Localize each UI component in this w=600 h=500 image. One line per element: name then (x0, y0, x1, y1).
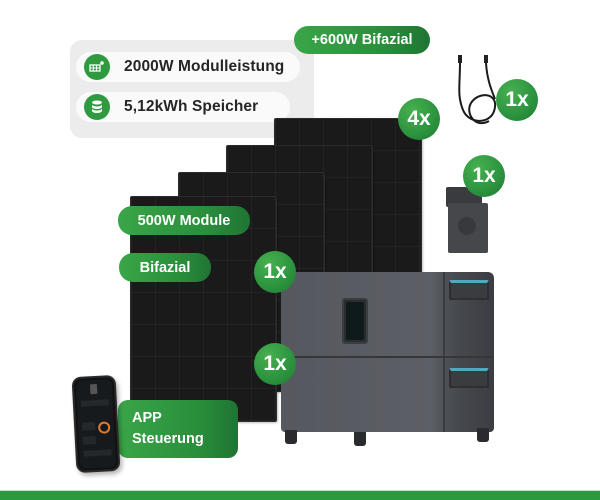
cable-image (455, 55, 505, 135)
feature-card: 2000W Modulleistung 5,12kWh Speicher (70, 40, 314, 138)
module-type-pill: 500W Module (118, 206, 250, 235)
bottom-brand-bar (0, 490, 600, 500)
battery-module-quantity-badge: 1x (254, 343, 296, 385)
bifacial-bonus-pill: +600W Bifazial (294, 26, 430, 54)
handle-icon (449, 368, 489, 388)
bifacial-pill: Bifazial (119, 253, 211, 282)
solar-panels-quantity-badge: 4x (398, 98, 440, 140)
handle-icon (449, 280, 489, 300)
battery-system-image (281, 272, 494, 446)
battery-display (342, 298, 368, 344)
smart-meter-image (446, 183, 490, 255)
app-control-pill: APP Steuerung (118, 400, 238, 458)
cable-quantity-badge: 1x (496, 79, 538, 121)
battery-controller-quantity-badge: 1x (254, 251, 296, 293)
feature-module-power-label: 2000W Modulleistung (124, 58, 285, 75)
feature-module-power: 2000W Modulleistung (76, 52, 300, 82)
feature-storage-label: 5,12kWh Speicher (124, 98, 259, 115)
feature-storage: 5,12kWh Speicher (76, 92, 290, 122)
smart-meter-quantity-badge: 1x (463, 155, 505, 197)
app-label-line1: APP (132, 410, 162, 426)
solar-panel-icon (84, 54, 110, 80)
smartphone-app-image (71, 374, 121, 474)
database-storage-icon (84, 94, 110, 120)
app-label-line2: Steuerung (132, 431, 204, 447)
